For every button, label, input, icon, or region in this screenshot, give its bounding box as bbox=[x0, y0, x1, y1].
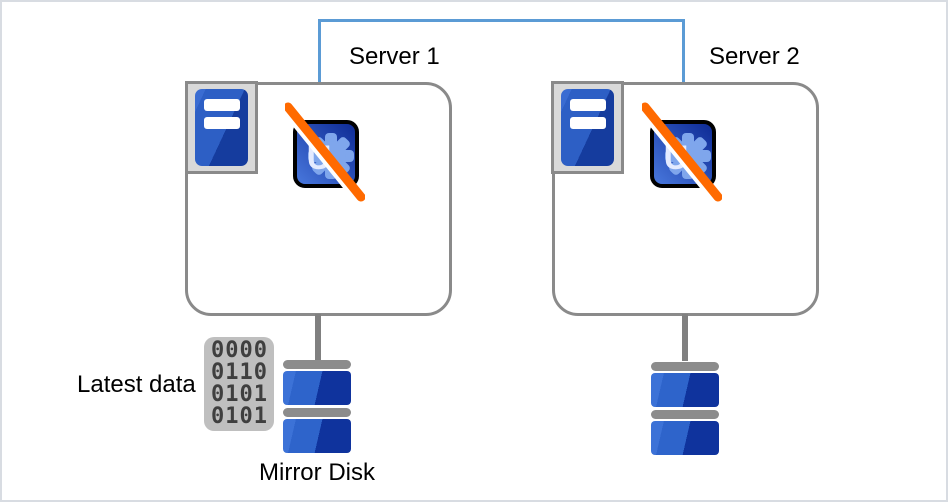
server-drive-slot-icon bbox=[570, 99, 606, 111]
server-drive-slot-icon bbox=[204, 99, 240, 111]
disk-cap bbox=[283, 360, 351, 369]
binary-row: 0000 bbox=[211, 338, 268, 363]
mirror-disk-icon bbox=[283, 360, 351, 453]
server-2-label: Server 2 bbox=[709, 43, 800, 70]
disk-connector-line bbox=[315, 314, 321, 361]
mirror-disk-label: Mirror Disk bbox=[259, 459, 375, 486]
disk-platter bbox=[283, 371, 351, 405]
stopped-application-icon: U bbox=[285, 102, 365, 202]
server-tower-icon bbox=[551, 81, 624, 174]
server-drive-slot-icon bbox=[570, 117, 606, 129]
disk-connector-line bbox=[682, 314, 688, 361]
disk-platter bbox=[651, 373, 719, 407]
slash-outline bbox=[642, 107, 719, 202]
server-drive-slot-icon bbox=[204, 117, 240, 129]
disk-cap bbox=[651, 362, 719, 371]
prohibited-slash-icon bbox=[642, 102, 722, 202]
server-tower-icon bbox=[185, 81, 258, 174]
server-tower-body bbox=[561, 89, 614, 166]
disk-cap bbox=[651, 410, 719, 419]
server-1-label: Server 1 bbox=[349, 43, 440, 70]
disk-platter bbox=[283, 419, 351, 453]
latest-data-label: Latest data bbox=[77, 371, 196, 398]
binary-row: 0110 bbox=[211, 360, 268, 385]
server-interconnect-line bbox=[318, 19, 685, 83]
binary-row: 0101 bbox=[211, 382, 268, 407]
disk-cap bbox=[283, 408, 351, 417]
slash-outline bbox=[285, 107, 362, 202]
binary-data-icon: 0000 0110 0101 0101 bbox=[204, 337, 274, 431]
mirror-disk-icon bbox=[651, 362, 719, 455]
disk-platter bbox=[651, 421, 719, 455]
binary-row: 0101 bbox=[211, 404, 268, 429]
prohibited-slash-icon bbox=[285, 102, 365, 202]
server-tower-body bbox=[195, 89, 248, 166]
stopped-application-icon: U bbox=[642, 102, 722, 202]
